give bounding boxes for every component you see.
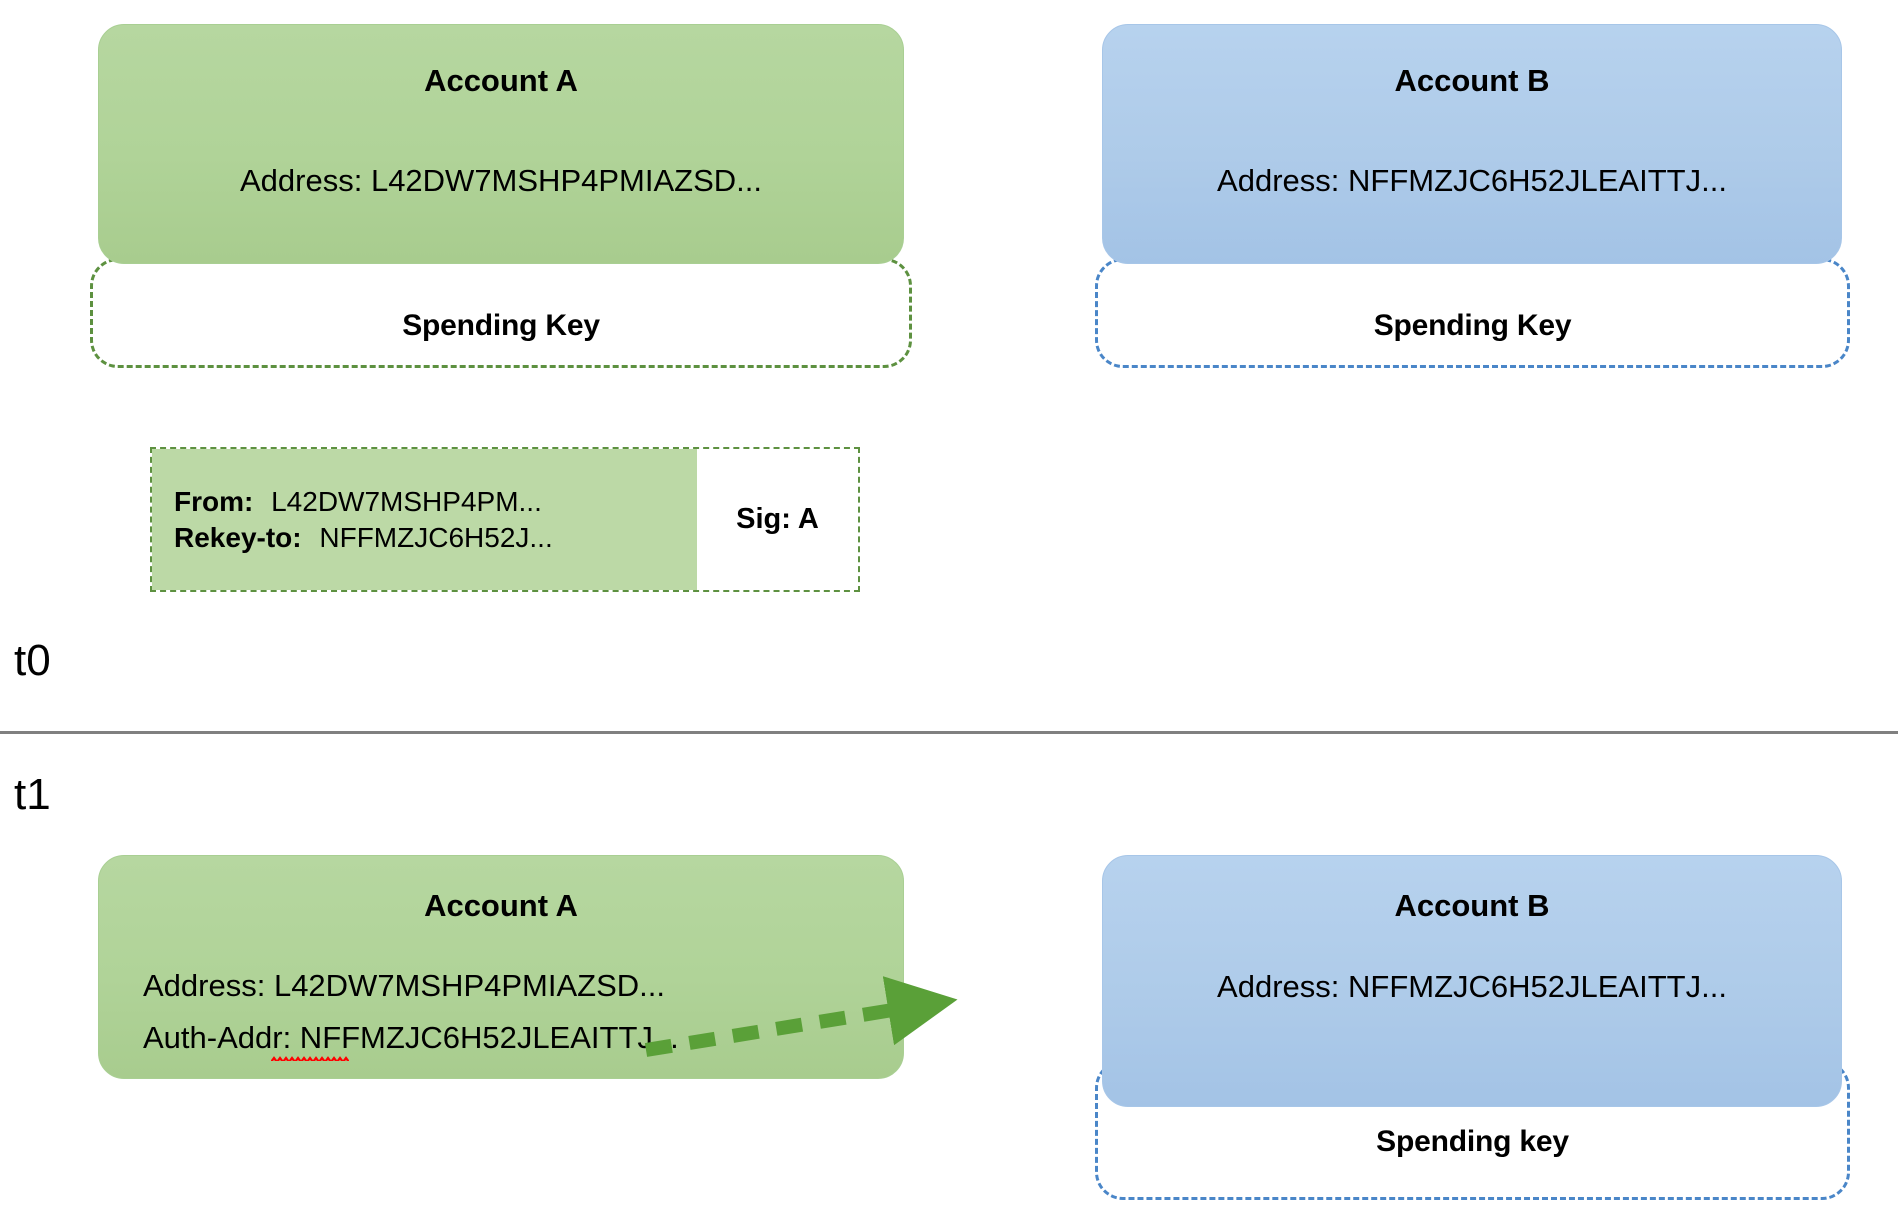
t0-account-b-title: Account B bbox=[1394, 63, 1550, 98]
t0-transaction-from-value: L42DW7MSHP4PM... bbox=[271, 485, 542, 517]
t0-account-b-card: Account B Address: NFFMZJC6H52JLEAITTJ..… bbox=[1102, 24, 1842, 264]
t0-transaction-fields: From: L42DW7MSHP4PM... Rekey-to: NFFMZJC… bbox=[152, 449, 697, 590]
t1-account-b-spending-key-label: Spending key bbox=[1376, 1125, 1569, 1158]
t0-account-b-address: Address: NFFMZJC6H52JLEAITTJ... bbox=[1217, 163, 1727, 198]
t0-account-a-spending-key-label: Spending Key bbox=[402, 309, 600, 342]
t0-transaction-from-row: From: L42DW7MSHP4PM... bbox=[174, 484, 683, 520]
t0-account-a-address: Address: L42DW7MSHP4PMIAZSD... bbox=[240, 163, 762, 198]
t0-account-a-card: Account A Address: L42DW7MSHP4PMIAZSD... bbox=[98, 24, 904, 264]
t0-transaction-signature: Sig: A bbox=[736, 503, 819, 535]
t0-account-b-spending-key-box: Spending Key bbox=[1095, 258, 1850, 368]
spellcheck-squiggle-icon bbox=[271, 1052, 349, 1061]
timeline-label-t0: t0 bbox=[14, 636, 51, 685]
t1-account-a-title: Account A bbox=[424, 888, 578, 923]
t1-account-a-address: Address: L42DW7MSHP4PMIAZSD... bbox=[143, 968, 665, 1003]
t0-account-a-title: Account A bbox=[424, 63, 578, 98]
t1-account-b-address: Address: NFFMZJC6H52JLEAITTJ... bbox=[1217, 969, 1727, 1004]
t0-transaction-rekey-value: NFFMZJC6H52J... bbox=[319, 521, 553, 553]
t0-transaction-rekey-key: Rekey-to: bbox=[174, 521, 302, 553]
t0-rekey-transaction: From: L42DW7MSHP4PM... Rekey-to: NFFMZJC… bbox=[150, 447, 860, 592]
timeline-label-t1: t1 bbox=[14, 770, 51, 819]
t1-account-b-card: Account B Address: NFFMZJC6H52JLEAITTJ..… bbox=[1102, 855, 1842, 1107]
t0-account-b-spending-key-label: Spending Key bbox=[1373, 309, 1572, 342]
t0-transaction-from-key: From: bbox=[174, 485, 254, 517]
t0-transaction-rekey-row: Rekey-to: NFFMZJC6H52J... bbox=[174, 520, 683, 556]
timeline-divider bbox=[0, 731, 1898, 734]
t1-account-a-auth-addr: Auth-Addr: NFFMZJC6H52JLEAITTJ... bbox=[143, 1020, 679, 1055]
t1-account-b-title: Account B bbox=[1394, 888, 1550, 923]
t0-account-a-spending-key-box: Spending Key bbox=[90, 258, 912, 368]
t1-account-a-card: Account A Address: L42DW7MSHP4PMIAZSD...… bbox=[98, 855, 904, 1079]
